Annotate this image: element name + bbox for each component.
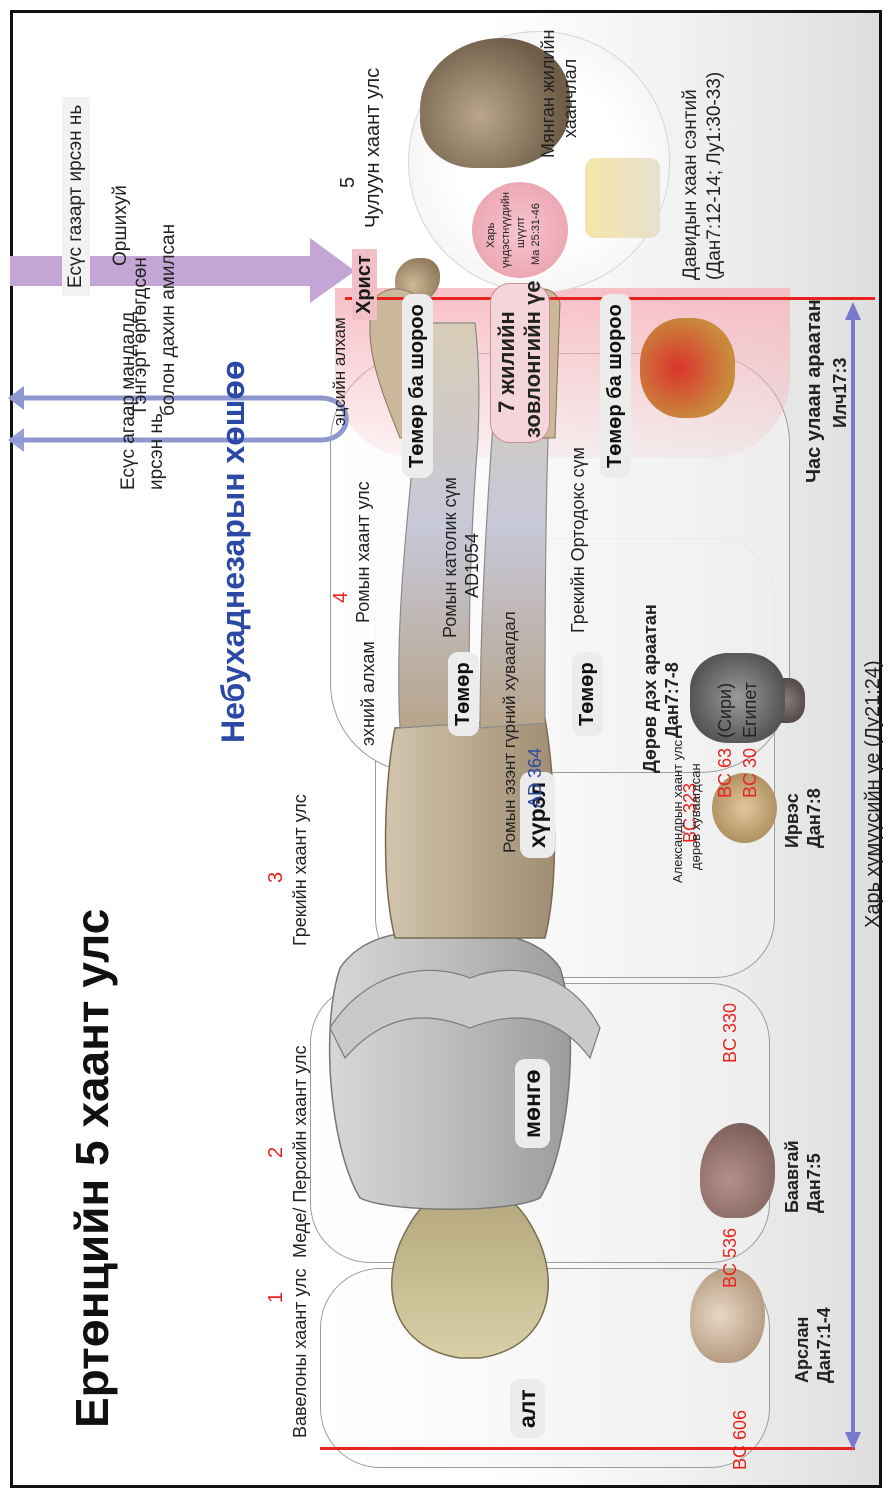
judgment-line-3: шүүлт [515, 217, 527, 248]
david-throne-2: (Дан7:12-14; Лу1:30-33) [704, 72, 726, 280]
gentile-period-label: Харь хүмүүсийн үе (Лу21:24) [862, 660, 885, 928]
kingdom-5-name: Чулуун хаант улс [362, 68, 385, 228]
beast-bear-ref: Дан7:5 [804, 1153, 825, 1213]
kingdom-1-name: Вавелоны хаант улс [290, 1269, 311, 1439]
arrow-label-coming-air-2: ирсэн нь [146, 413, 168, 490]
kingdom-1-number: 1 [265, 1292, 288, 1303]
metal-gold: алт [510, 1379, 545, 1438]
beast-fourth-label: Дөрөв дэх араатан [640, 604, 661, 773]
poster-title: Ертөнцийн 5 хаант улс [65, 909, 119, 1428]
arrow-label-presence: Оршихуй [110, 185, 132, 266]
kingdom-3-number: 3 [265, 872, 288, 883]
arrow-label-coming-earth: Есүс газарт ирсэн нь [62, 97, 90, 296]
beast-scarlet-label: Час улаан араатан [803, 299, 826, 483]
kingdom-4-name: Ромын хаант улс [353, 481, 374, 623]
seven-years-2: зовлонгийн үе [520, 280, 546, 438]
orthodox-label: Грекийн Ортодокс сүм [568, 447, 589, 633]
alexander-note-1: Александрын хаант улс [670, 740, 685, 883]
judgment-line-4: Ма 25:31-46 [530, 203, 542, 265]
kingdom-3-name: Грекийн хаант улс [290, 794, 311, 946]
catholic-year: AD1054 [462, 533, 483, 598]
judgment-line-2: үндэстнүүдийн [500, 192, 512, 268]
kingdom-4-number: 4 [330, 592, 353, 603]
metal-clay-upper: Төмөр ба шороо [402, 294, 433, 478]
beast-bear-label: Баавгай [782, 1140, 803, 1213]
arrow-label-raptured-2: болон дахин амилсан [158, 224, 180, 416]
beast-leopard-ref: Дан7:8 [804, 788, 825, 848]
david-throne-1: Давидын хаан сэнтий [680, 89, 702, 280]
date-ad364: AD 364 [525, 748, 546, 808]
date-bc30: BC 30 [740, 748, 761, 798]
date-bc606: BC 606 [730, 1410, 751, 1470]
alexander-note-2: дөрөв хуваагдсан [688, 763, 703, 870]
millennium-line-1: Мянган жилийн [538, 30, 559, 158]
rome-split-label: Ромын эзэнт гүрний хуваагдал [500, 611, 520, 853]
millennium-line-2: хаанчлал [560, 59, 581, 138]
kingdom-2-number: 2 [265, 1147, 288, 1158]
second-step-label: эцсийн алхам [330, 317, 350, 426]
kingdom-2-name: Меде/ Персийн хаант улс [290, 1046, 311, 1258]
metal-iron-lower: Төмөр [572, 652, 603, 736]
date-egypt: Египет [740, 682, 761, 738]
metal-clay-lower: Төмөр ба шороо [600, 294, 631, 478]
kingdom-5-number: 5 [337, 177, 360, 188]
metal-silver: мөнгө [515, 1059, 550, 1148]
first-step-label: эхний алхам [358, 641, 379, 746]
date-bc63: BC 63 [715, 748, 736, 798]
metal-iron-upper: Төмөр [448, 652, 479, 736]
beast-lion-ref: Дан7:1-4 [814, 1307, 835, 1383]
poster-subtitle: Небухаднезарын хөшөө [215, 360, 252, 743]
date-syria: (Сири) [715, 683, 736, 738]
seven-years-1: 7 жилийн [494, 311, 520, 413]
date-bc330: BC 330 [720, 1003, 741, 1063]
beast-lion-label: Арслан [792, 1317, 813, 1383]
judgment-line-1: Харь [485, 223, 497, 248]
beast-scarlet-ref: Илч17:3 [830, 358, 851, 428]
date-bc536: BC 536 [720, 1228, 741, 1288]
beast-fourth-ref: Дан7:7-8 [662, 662, 683, 738]
arrow-label-coming-air-1: Есүс агаар мандалд [118, 312, 140, 490]
catholic-label: Ромын католик сүм [440, 477, 461, 638]
beast-leopard-label: Ирвэс [782, 793, 803, 848]
christ-label: Христ [352, 249, 377, 320]
